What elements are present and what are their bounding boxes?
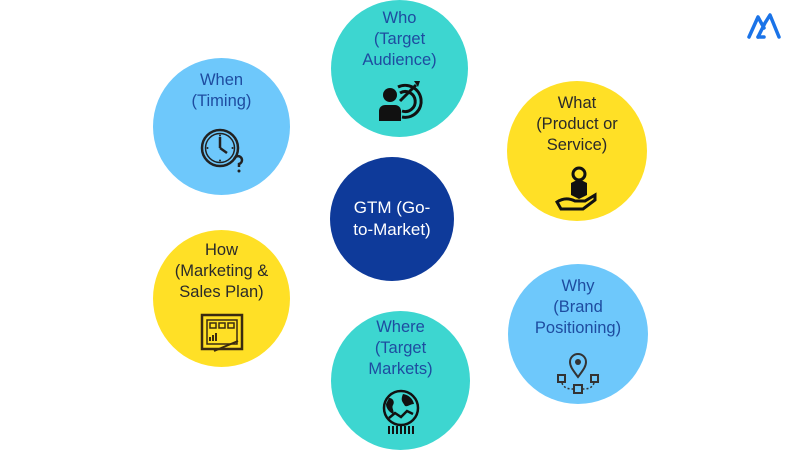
node-how-label: How (Marketing & Sales Plan): [174, 241, 269, 301]
node-why-label: Why (Brand Positioning): [534, 277, 622, 337]
target-audience-icon: [378, 81, 423, 121]
center-node-gtm: GTM (Go- to-Market): [330, 157, 454, 281]
node-who-label: Who (Target Audience): [362, 9, 437, 69]
globe-chart-icon: [382, 389, 419, 434]
brand-logo-icon: [747, 13, 781, 39]
node-what: What (Product or Service): [507, 81, 647, 221]
node-why: Why (Brand Positioning): [508, 264, 648, 404]
node-where: Where (Target Markets): [331, 311, 470, 450]
location-pin-boxes-icon: [557, 353, 599, 394]
node-who: Who (Target Audience): [331, 0, 468, 137]
node-when-label: When (Timing): [191, 71, 252, 110]
marketing-plan-board-icon: [200, 313, 243, 352]
clock-question-icon: [200, 128, 243, 173]
node-how: How (Marketing & Sales Plan): [153, 230, 290, 367]
node-where-label: Where (Target Markets): [368, 318, 433, 378]
product-hand-icon: [555, 166, 597, 211]
center-node-label: GTM (Go- to-Market): [353, 198, 431, 239]
node-when: When (Timing): [153, 58, 290, 195]
node-what-label: What (Product or Service): [536, 94, 618, 154]
